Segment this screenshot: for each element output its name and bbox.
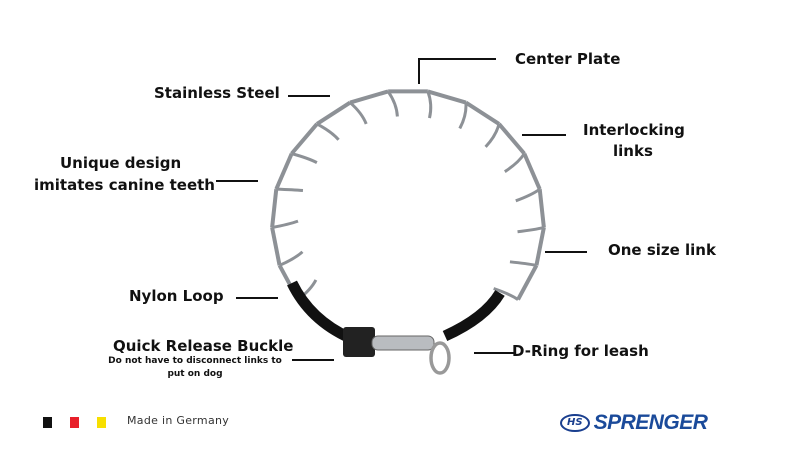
chain-link: [427, 89, 467, 105]
label-stainless-steel: Stainless Steel: [154, 84, 280, 102]
leader-center-plate-h: [418, 58, 496, 60]
prong: [271, 219, 299, 230]
label-unique-1: Unique design: [60, 154, 182, 172]
label-quick-release-note-1: Do not have to disconnect links to: [108, 356, 282, 366]
label-interlocking-1: Interlocking: [583, 121, 685, 139]
prong: [278, 250, 304, 267]
chain-link: [537, 188, 546, 228]
flag-red: [70, 417, 79, 428]
nylon-loop-right: [442, 289, 505, 342]
nylon-loop-left: [287, 280, 353, 344]
chain-link: [349, 89, 389, 105]
sprenger-logo: HS SPRENGER: [560, 411, 708, 435]
label-unique-2: imitates canine teeth: [34, 176, 215, 194]
prong: [493, 287, 519, 301]
leader-one-size: [545, 251, 587, 253]
chain-link: [270, 188, 279, 228]
chain-link: [534, 227, 546, 266]
buckle: [343, 327, 375, 357]
leader-nylon: [236, 297, 278, 299]
leader-stainless: [288, 95, 330, 97]
leader-interlocking: [522, 134, 566, 136]
prong: [503, 152, 526, 173]
label-d-ring: D-Ring for leash: [512, 342, 649, 360]
leader-quick-release: [292, 359, 334, 361]
chain-link: [464, 100, 501, 126]
chain-link: [270, 227, 282, 266]
prong: [515, 187, 541, 203]
flag-black: [43, 417, 52, 428]
leader-d-ring: [474, 352, 516, 354]
prong: [517, 226, 545, 234]
leader-center-plate: [418, 58, 420, 84]
prong: [426, 90, 433, 119]
steel-links: [270, 89, 546, 301]
label-quick-release-note-2: put on dog: [167, 369, 223, 379]
prong: [509, 260, 537, 267]
prong: [484, 123, 501, 148]
leader-unique: [216, 180, 258, 182]
made-in-germany: Made in Germany: [127, 414, 230, 427]
label-one-size-link: One size link: [608, 241, 716, 259]
prong: [316, 122, 340, 141]
prong: [458, 102, 468, 130]
chain-link: [522, 152, 542, 190]
chain-link: [516, 264, 539, 301]
chain-link: [497, 122, 526, 155]
d-ring: [429, 341, 451, 375]
label-interlocking-2: links: [613, 142, 653, 160]
chain-link: [290, 122, 319, 155]
logo-badge: HS: [560, 414, 590, 432]
label-quick-release: Quick Release Buckle: [113, 337, 294, 355]
buckle-bar: [371, 335, 435, 351]
prong: [349, 101, 368, 125]
prong: [386, 90, 399, 117]
label-center-plate: Center Plate: [515, 50, 621, 68]
flag-yellow: [97, 417, 106, 428]
prong: [291, 152, 318, 164]
chain-link: [315, 100, 352, 126]
chain-link: [274, 152, 294, 190]
prong: [276, 187, 304, 193]
label-nylon-loop: Nylon Loop: [129, 287, 224, 305]
logo-text: SPRENGER: [593, 411, 708, 434]
